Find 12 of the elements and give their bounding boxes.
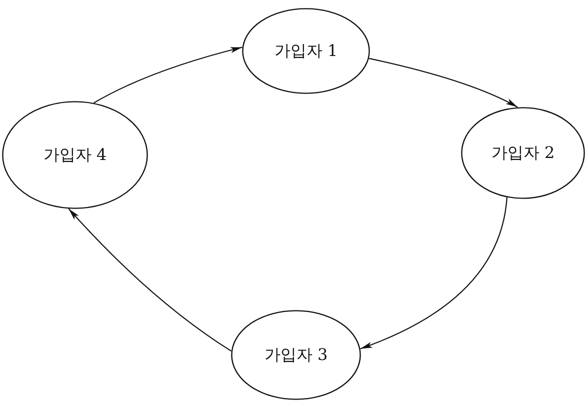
ellipse-node bbox=[231, 310, 361, 400]
node-label: 가입자 1 bbox=[274, 40, 338, 62]
node-label: 가입자 2 bbox=[491, 142, 555, 164]
arrow bbox=[68, 208, 232, 352]
arrow bbox=[368, 58, 518, 108]
ellipse-node bbox=[2, 101, 148, 209]
ellipse-node bbox=[242, 8, 370, 94]
node-label: 가입자 3 bbox=[264, 344, 328, 366]
ellipse-node bbox=[461, 107, 585, 199]
arrow bbox=[360, 197, 508, 350]
arrow bbox=[94, 46, 242, 104]
node-label: 가입자 4 bbox=[43, 144, 107, 166]
